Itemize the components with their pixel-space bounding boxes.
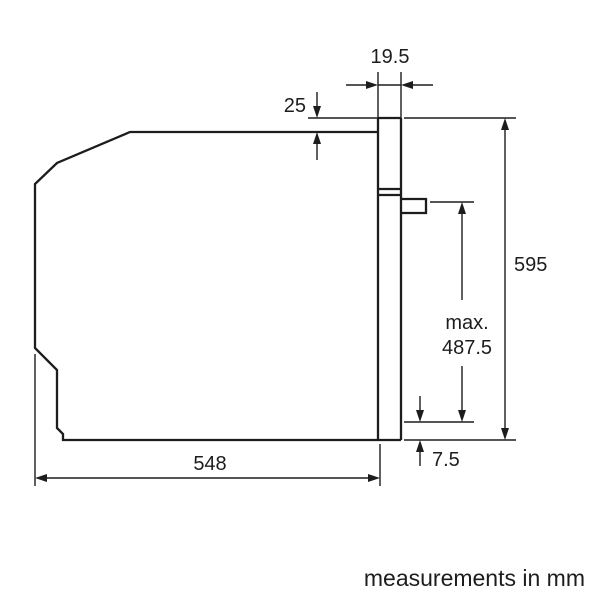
arrowhead <box>501 118 509 130</box>
arrowhead <box>458 410 466 422</box>
arrowhead <box>368 474 380 482</box>
dim-max-value-label: 487.5 <box>442 337 492 359</box>
dim-bottom-offset-label: 7.5 <box>432 449 460 471</box>
arrowhead <box>313 106 321 118</box>
units-note: measurements in mm <box>364 565 585 591</box>
dim-max-door-clearance: max. 487.5 <box>404 201 492 423</box>
dim-panel-depth: 19.5 <box>346 46 433 118</box>
arrowhead <box>366 81 378 89</box>
front-panel <box>376 116 403 440</box>
arrowhead <box>416 440 424 452</box>
arrowhead <box>416 410 424 422</box>
dim-depth: 548 <box>34 354 381 486</box>
oven-body-outline <box>33 130 401 442</box>
dim-depth-label: 548 <box>193 453 226 475</box>
dim-max-prefix-label: max. <box>445 312 488 334</box>
dim-total-height-label: 595 <box>514 254 547 276</box>
dim-panel-depth-label: 19.5 <box>371 46 410 68</box>
arrowhead <box>501 428 509 440</box>
arrowhead <box>401 81 413 89</box>
door-handle <box>401 197 428 215</box>
dim-top-overhang-label: 25 <box>284 95 306 117</box>
dim-bottom-offset: 7.5 <box>416 396 460 471</box>
arrowhead <box>458 202 466 214</box>
dim-total-height: 595 <box>404 117 547 441</box>
dim-top-overhang: 25 <box>284 92 378 160</box>
arrowhead <box>313 132 321 144</box>
arrowhead <box>35 474 47 482</box>
